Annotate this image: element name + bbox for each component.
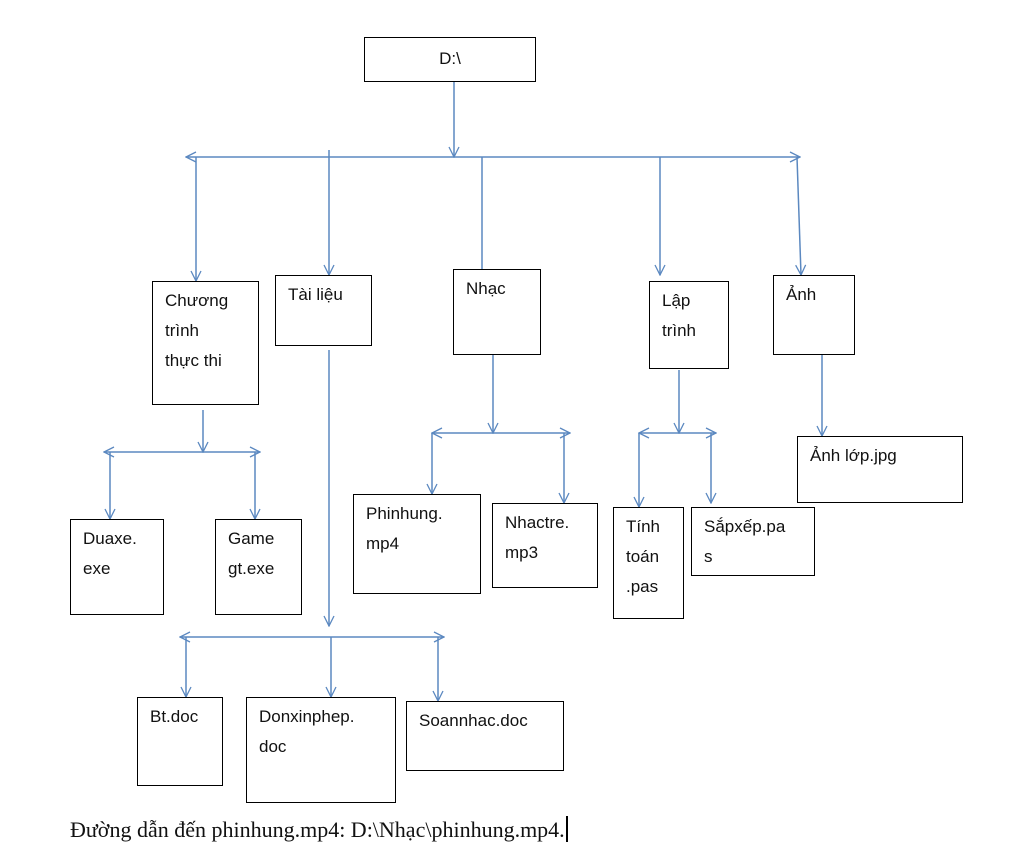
- node-chuong-trinh-thuc-thi[interactable]: Chương trình thực thi: [152, 281, 259, 405]
- node-label: Ảnh: [786, 285, 817, 304]
- node-label: Phinhung. mp4: [366, 504, 443, 553]
- node-soannhac-doc[interactable]: Soannhac.doc: [406, 701, 564, 771]
- text-cursor: [565, 816, 568, 842]
- node-tai-lieu[interactable]: Tài liệu: [275, 275, 372, 346]
- node-label: Nhactre. mp3: [505, 513, 570, 562]
- node-anh-lop-jpg[interactable]: Ảnh lớp.jpg: [797, 436, 963, 503]
- node-label: Nhạc: [466, 279, 506, 298]
- node-label: Chương trình thực thi: [165, 291, 229, 370]
- node-label: D:\: [439, 49, 461, 68]
- node-bt-doc[interactable]: Bt.doc: [137, 697, 223, 786]
- node-game-gt-exe[interactable]: Game gt.exe: [215, 519, 302, 615]
- node-lap-trinh[interactable]: Lập trình: [649, 281, 729, 369]
- node-label: Bt.doc: [150, 707, 199, 726]
- node-anh[interactable]: Ảnh: [773, 275, 855, 355]
- node-label: Tài liệu: [288, 285, 343, 304]
- node-label: Sắpxếp.pa s: [704, 517, 786, 566]
- node-label: Lập trình: [662, 291, 697, 340]
- node-duaxe-exe[interactable]: Duaxe. exe: [70, 519, 164, 615]
- node-tinh-toan-pas[interactable]: Tính toán .pas: [613, 507, 684, 619]
- node-root[interactable]: D:\: [364, 37, 536, 82]
- node-label: Soannhac.doc: [419, 711, 528, 730]
- connector-lines: [104, 82, 822, 701]
- node-sapxep-pas[interactable]: Sắpxếp.pa s: [691, 507, 815, 576]
- node-label: Duaxe. exe: [83, 529, 137, 578]
- node-nhactre-mp3[interactable]: Nhactre. mp3: [492, 503, 598, 588]
- node-nhac[interactable]: Nhạc: [453, 269, 541, 355]
- connector-to-anh: [797, 156, 801, 275]
- path-caption: Đường dẫn đến phinhung.mp4: D:\Nhạc\phin…: [70, 816, 568, 843]
- node-label: Game gt.exe: [228, 529, 275, 578]
- node-label: Ảnh lớp.jpg: [810, 446, 897, 465]
- node-label: Donxinphep. doc: [259, 707, 355, 756]
- path-caption-text: Đường dẫn đến phinhung.mp4: D:\Nhạc\phin…: [70, 817, 565, 842]
- node-donxinphep-doc[interactable]: Donxinphep. doc: [246, 697, 396, 803]
- node-phinhung-mp4[interactable]: Phinhung. mp4: [353, 494, 481, 594]
- node-label: Tính toán .pas: [626, 517, 661, 596]
